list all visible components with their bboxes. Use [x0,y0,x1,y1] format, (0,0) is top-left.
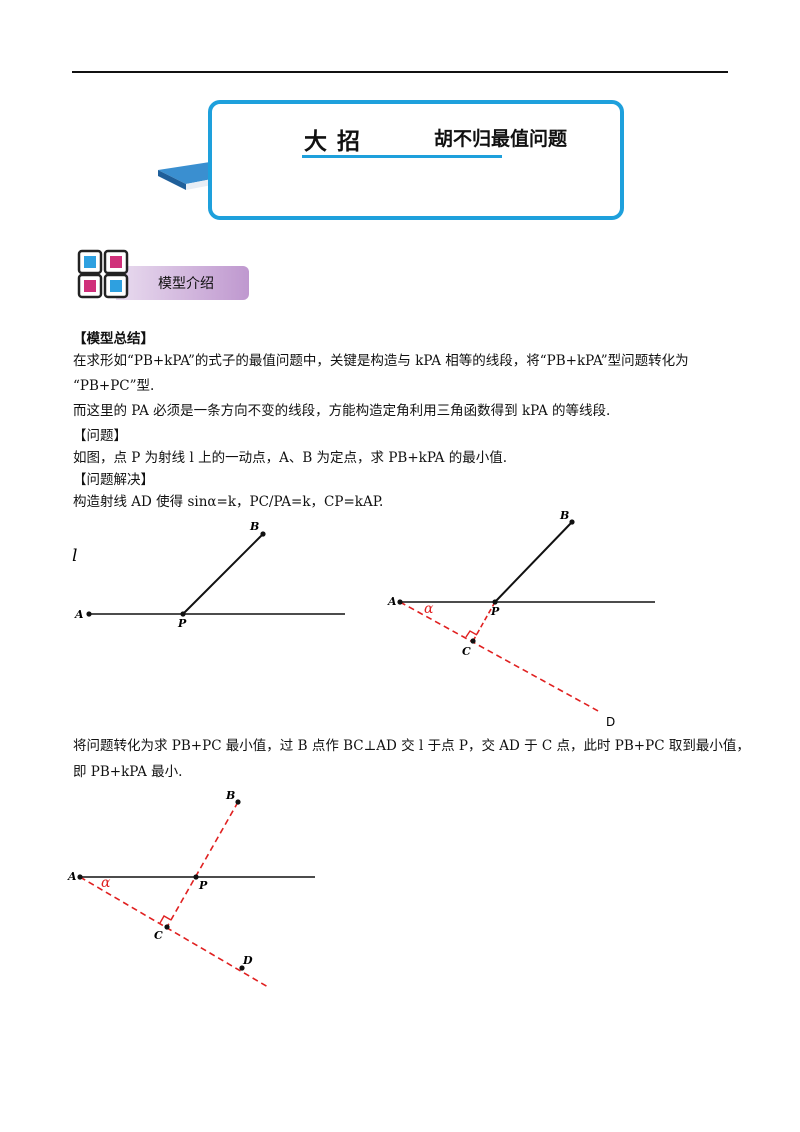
section-label: 模型介绍 [158,276,214,292]
point-d-label: D [606,715,615,729]
summary-line-3: 而这里的 PA 必须是一条方向不变的线段，方能构造定角利用三角函数得到 kPA … [73,403,611,419]
point-b-label: B [249,520,259,533]
header-rule [72,71,728,73]
angle-alpha-label: α [101,875,111,891]
point-c-label: C [462,645,471,658]
point-p-label: P [198,879,208,892]
question-heading: 【问题】 [73,428,127,444]
point-p-label: P [490,605,500,618]
summary-line-2: “PB+PC”型. [73,378,155,394]
section-blocks-icon [77,249,129,299]
figure-3: A B P C D α [67,789,315,988]
banner-divider [302,155,502,158]
question-text: 如图，点 P 为射线 l 上的一动点，A、B 为定点，求 PB+kPA 的最小值… [73,450,507,466]
conclusion-line-1: 将问题转化为求 PB+PC 最小值，过 B 点作 BC⊥AD 交 l 于点 P，… [73,738,750,754]
point-b-label: B [559,509,569,522]
angle-alpha-label: α [424,601,434,617]
point-c-label: C [154,929,163,942]
summary-line-1: 在求形如“PB+kPA”的式子的最值问题中，关键是构造与 kPA 相等的线段，将… [73,353,689,369]
solution-text: 构造射线 AD 使得 sinα=k，PC/PA=k，CP=kAP. [73,494,384,510]
conclusion-line-2: 即 PB+kPA 最小. [73,764,183,780]
ray-l-label: l [72,546,77,566]
point-d-label: D [242,954,253,967]
summary-heading: 【模型总结】 [73,331,154,347]
figure-1: l A B P [72,520,345,630]
section-band [116,266,249,300]
point-a-label: A [74,608,84,621]
title-banner: 大招 胡不归最值问题 [208,100,624,220]
figure-2: A B P C D α [387,509,655,729]
point-b-label: B [225,789,235,802]
point-a-label: A [67,870,77,883]
banner-label: 大招 [304,128,370,155]
solution-heading: 【问题解决】 [73,472,154,488]
point-a-label: A [387,595,397,608]
banner-title: 胡不归最值问题 [434,128,568,150]
point-p-label: P [177,617,187,630]
